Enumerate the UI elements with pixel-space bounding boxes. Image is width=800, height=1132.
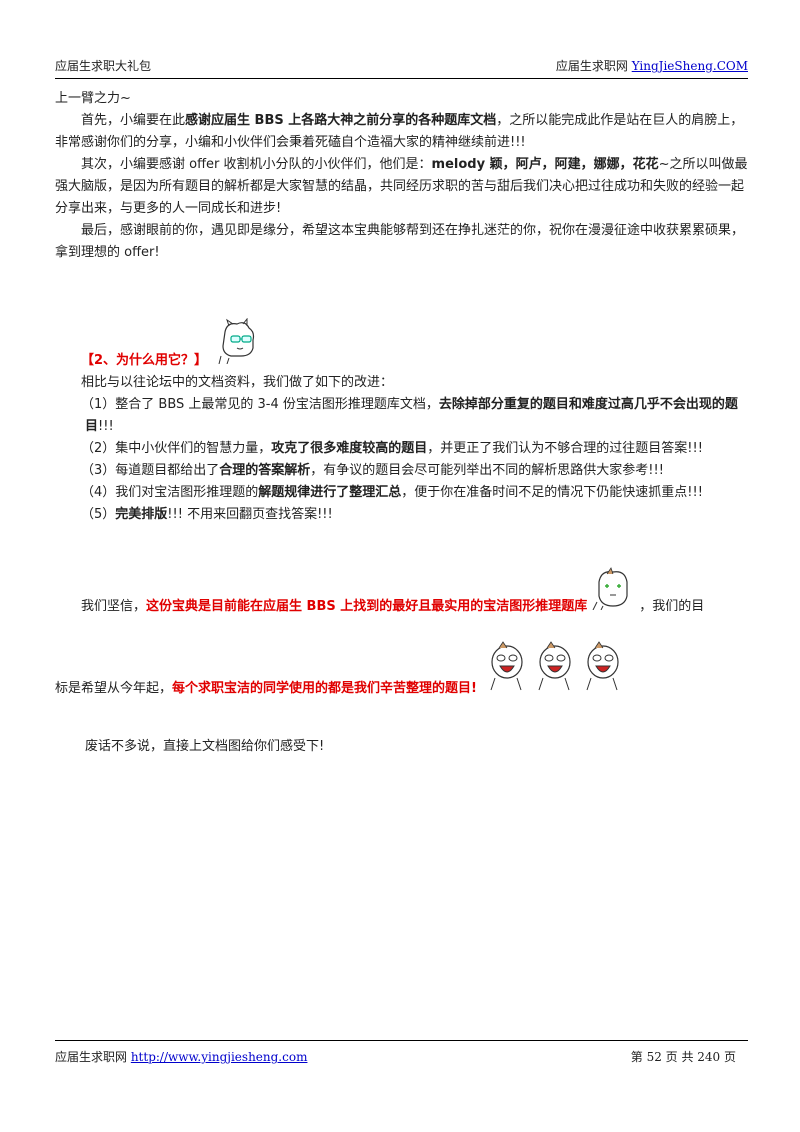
goal-highlight: 每个求职宝洁的同学使用的都是我们辛苦整理的题目!: [172, 681, 477, 696]
item2-text-b: ，并更正了我们认为不够合理的过往题目答案!!!: [427, 441, 703, 456]
improvement-item-1: （1）整合了 BBS 上最常见的 3-4 份宝洁图形推理题库文档，去除掉部分重复…: [55, 394, 748, 438]
header-title: 应届生求职大礼包: [55, 59, 152, 73]
paragraph-thanks-bbs: 首先，小编要在此感谢应届生 BBS 上各路大神之前分享的各种题库文档，之所以能完…: [55, 110, 748, 154]
footer-site-label: 应届生求职网: [55, 1050, 131, 1064]
item5-text-a: （5）: [81, 507, 116, 522]
header-site-link[interactable]: YingJieSheng.COM: [631, 59, 748, 73]
text-line0: 上一臂之力~: [55, 91, 131, 106]
footer-site-link[interactable]: http://www.yingjiesheng.com: [130, 1050, 308, 1064]
improvement-item-5: （5）完美排版!!! 不用来回翻页查找答案!!!: [55, 504, 748, 526]
p1-text-b: ，之所以能完成此作是站在巨人的肩膀上，非常感谢你们的分享，小编和小伙伴们会秉着死…: [55, 113, 744, 150]
closing-line: 废话不多说，直接上文档图给你们感受下!: [85, 739, 325, 754]
belief-statement: 我们坚信，这份宝典是目前能在应届生 BBS 上找到的最好且最实用的宝洁图形推理题…: [55, 566, 748, 618]
item1-text-a: （1）整合了 BBS 上最常见的 3-4 份宝洁图形推理题库文档，: [81, 397, 439, 412]
improvement-item-4: （4）我们对宝洁图形推理题的解题规律进行了整理汇总，便于你在准备时间不足的情况下…: [55, 482, 748, 504]
page-number: 第 52 页 共 240 页: [630, 1050, 736, 1064]
goal-statement: 标是希望从今年起，每个求职宝洁的同学使用的都是我们辛苦整理的题目!: [55, 640, 748, 700]
paragraph-thanks-reader: 最后，感谢眼前的你，遇见即是缘分，希望这本宝典能够帮到还在挣扎迷茫的你，祝你在漫…: [55, 223, 745, 260]
p2-text-a: 其次，小编要感谢 offer 收割机小分队的小伙伴们，他们是：: [81, 157, 432, 172]
page-content: 上一臂之力~ 首先，小编要在此感谢应届生 BBS 上各路大神之前分享的各种题库文…: [55, 88, 748, 758]
item4-text-a: （4）我们对宝洁图形推理题的: [81, 485, 259, 500]
item2-text-a: （2）集中小伙伴们的智慧力量，: [81, 441, 272, 456]
p2-bold: melody 颖，阿卢，阿建，娜娜，花花: [431, 157, 659, 172]
footer-site: 应届生求职网 http://www.yingjiesheng.com: [55, 1049, 307, 1065]
smirk-face-icon: [591, 566, 635, 618]
page-header: 应届生求职大礼包 应届生求职网 YingJieSheng.COM: [55, 58, 748, 79]
item4-text-b: ，便于你在准备时间不足的情况下仍能快速抓重点!!!: [401, 485, 703, 500]
item4-bold: 解题规律进行了整理汇总: [258, 485, 402, 500]
belief-text-a: 我们坚信，: [81, 599, 147, 614]
p2-text-b: ~之所以叫做最强大脑版，是因为所有题目的解析都是大家智慧的结晶，共同经历求职的苦…: [55, 157, 748, 216]
section-title: 【2、为什么用它？】: [81, 353, 208, 368]
laughing-face-icon: [485, 640, 631, 700]
item1-bold: 去除掉部分重复的题目和难度过高几乎不会出现的题目: [85, 397, 738, 434]
page-footer: 应届生求职网 http://www.yingjiesheng.com 第 52 …: [55, 1040, 748, 1071]
goal-text-a: 标是希望从今年起，: [55, 681, 173, 696]
item3-text-a: （3）每道题目都给出了: [81, 463, 220, 478]
item3-text-b: ，有争议的题目会尽可能列举出不同的解析思路供大家参考!!!: [310, 463, 664, 478]
header-site: 应届生求职网 YingJieSheng.COM: [556, 58, 748, 74]
item1-text-b: !!!: [98, 419, 114, 434]
belief-text-b: ，我们的目: [639, 599, 705, 614]
improvements-intro: 相比与以往论坛中的文档资料，我们做了如下的改进：: [81, 375, 394, 390]
paragraph-thanks-team: 其次，小编要感谢 offer 收割机小分队的小伙伴们，他们是：melody 颖，…: [55, 154, 748, 220]
header-site-label: 应届生求职网: [555, 59, 632, 73]
p1-text-a: 首先，小编要在此: [81, 113, 186, 128]
item5-bold: 完美排版: [115, 507, 168, 522]
belief-highlight: 这份宝典是目前能在应届生 BBS 上找到的最好且最实用的宝洁图形推理题库: [146, 599, 588, 614]
improvement-item-2: （2）集中小伙伴们的智慧力量，攻克了很多难度较高的题目，并更正了我们认为不够合理…: [55, 438, 748, 460]
item5-text-b: !!! 不用来回翻页查找答案!!!: [167, 507, 333, 522]
section-title-row: 【2、为什么用它？】: [55, 317, 748, 372]
item2-bold: 攻克了很多难度较高的题目: [271, 441, 428, 456]
p1-bold: 感谢应届生 BBS 上各路大神之前分享的各种题库文档: [185, 113, 497, 128]
item3-bold: 合理的答案解析: [219, 463, 311, 478]
glasses-face-icon: [215, 317, 261, 372]
improvement-item-3: （3）每道题目都给出了合理的答案解析，有争议的题目会尽可能列举出不同的解析思路供…: [55, 460, 748, 482]
